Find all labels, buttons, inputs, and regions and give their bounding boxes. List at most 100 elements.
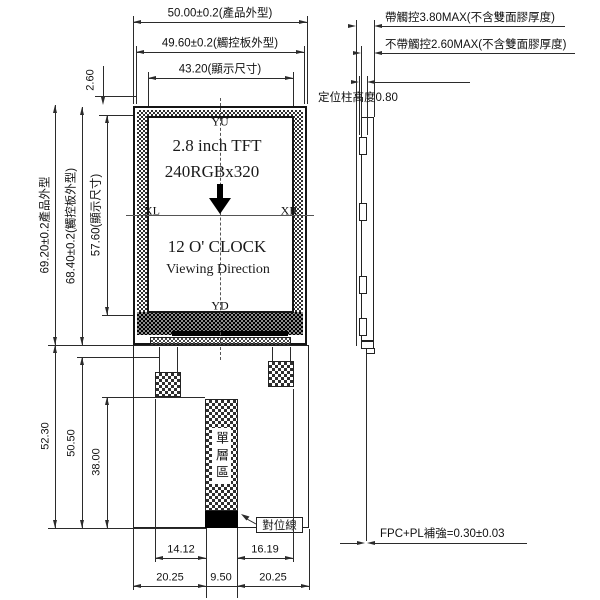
ext-line <box>293 389 294 562</box>
positioning-post <box>359 137 367 155</box>
arrowhead <box>52 337 57 345</box>
ext-line <box>367 76 368 135</box>
arrowhead <box>148 75 156 80</box>
dim-fpc-strip: 38.00 <box>90 448 103 476</box>
viewing-direction-text: Viewing Direction <box>166 262 270 277</box>
fpc-leg-line <box>290 347 291 361</box>
side-foot-tab <box>366 348 375 354</box>
arrowhead <box>155 555 163 560</box>
arrowhead <box>353 50 361 55</box>
dim-line <box>55 345 56 528</box>
display-resolution-text: 240RGBx320 <box>164 162 260 181</box>
arrowhead <box>136 49 144 54</box>
alignment-mark <box>205 511 238 528</box>
dim-line <box>82 357 83 528</box>
dim-line <box>133 22 307 23</box>
dim-height-display: 57.60(顯示尺寸) <box>90 173 103 257</box>
dim-line <box>148 78 293 79</box>
dim-line <box>340 543 357 544</box>
arrowhead <box>104 307 109 315</box>
dim-line <box>382 26 565 27</box>
ext-line <box>48 345 133 346</box>
dim-line <box>375 543 527 544</box>
dim-line <box>133 586 309 587</box>
arrowhead <box>52 520 57 528</box>
fpc-pad-left <box>155 372 181 397</box>
arrowhead <box>104 520 109 528</box>
ext-line <box>359 76 360 135</box>
arrowhead <box>374 23 382 28</box>
fpc-leg-line <box>159 347 160 372</box>
dim-bottom-right: 20.25 <box>259 571 287 584</box>
positioning-post <box>359 203 367 221</box>
clock-direction-text: 12 O' CLOCK <box>167 237 267 256</box>
single-layer-label: 單層區 <box>212 428 231 484</box>
dim-height-product: 69.20±0.2產品外型 <box>39 176 52 274</box>
arrowhead <box>79 107 84 115</box>
dim-width-display: 43.20(顯示尺寸) <box>178 63 262 76</box>
arrowhead <box>301 583 309 588</box>
ext-line <box>307 16 308 104</box>
center-line-horizontal <box>126 215 314 216</box>
ext-line <box>293 72 294 115</box>
axis-label-xr: XR <box>280 203 298 218</box>
dim-top-offset: 2.60 <box>84 69 97 91</box>
ext-line <box>99 115 148 116</box>
note-post-height: 定位柱高度0.80 <box>318 92 398 104</box>
ext-line <box>148 72 149 115</box>
dim-line <box>375 82 470 83</box>
arrowhead <box>237 583 245 588</box>
ext-line <box>133 16 134 104</box>
ext-line <box>374 20 375 117</box>
note-thickness-touch: 帶觸控3.80MAX(不含雙面膠厚度) <box>385 12 555 24</box>
ext-line <box>136 46 137 104</box>
arrowhead <box>351 79 359 84</box>
ext-line <box>304 46 305 104</box>
positioning-post <box>359 276 367 294</box>
ext-line <box>309 529 310 590</box>
viewing-arrow-head <box>209 198 231 214</box>
bonding-bar <box>172 331 288 336</box>
dim-line <box>107 397 108 528</box>
dim-line <box>103 66 104 97</box>
dim-width-product: 50.00±0.2(產品外型) <box>167 7 273 20</box>
ext-line <box>95 96 136 97</box>
dim-fpc-inner: 50.50 <box>65 429 78 457</box>
ext-line <box>48 528 206 529</box>
viewing-arrow-shaft <box>217 184 223 198</box>
dim-line <box>55 105 56 345</box>
arrowhead <box>348 23 356 28</box>
dim-line <box>155 558 206 559</box>
fpc-tail-edge <box>237 528 238 598</box>
side-fpc-line <box>366 354 367 541</box>
arrowhead <box>79 337 84 345</box>
touch-band-left <box>137 110 147 334</box>
dim-height-touch: 68.40±0.2(觸控板外型) <box>65 167 78 285</box>
side-glass-front <box>356 20 357 346</box>
ext-line <box>102 315 148 316</box>
align-line-label: 對位線 <box>256 517 303 533</box>
fpc-pad-right <box>268 361 294 387</box>
dim-width-touch: 49.60±0.2(觸控板外型) <box>161 37 279 50</box>
arrowhead <box>285 555 293 560</box>
dim-fpc-total: 52.30 <box>39 422 52 450</box>
dim-line <box>82 107 83 345</box>
axis-label-xl: XL <box>144 203 160 218</box>
arrowhead <box>198 555 206 560</box>
arrowhead <box>237 555 245 560</box>
dim-line <box>136 52 304 53</box>
ext-line <box>133 529 134 590</box>
arrowhead <box>104 397 109 405</box>
arrowhead <box>79 520 84 528</box>
dim-tail-right: 16.19 <box>251 543 279 556</box>
arrowhead <box>357 540 365 545</box>
arrowhead <box>100 97 105 105</box>
axis-label-yd: YD <box>211 298 229 313</box>
arrowhead <box>52 105 57 113</box>
arrowhead <box>299 19 307 24</box>
arrowhead <box>133 19 141 24</box>
arrowhead <box>367 79 375 84</box>
arrowhead <box>79 357 84 365</box>
arrowhead <box>285 75 293 80</box>
